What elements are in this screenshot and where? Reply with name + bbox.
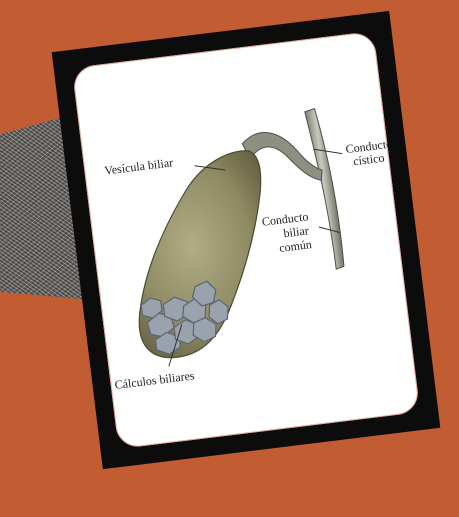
label-gallbladder: Vesícula biliar bbox=[104, 155, 174, 177]
label-common-duct-3: común bbox=[278, 237, 312, 255]
label-cystic-duct-2: cístico bbox=[352, 151, 385, 169]
photo-frame: Vesícula biliar Conducto cístico Conduct… bbox=[52, 11, 441, 469]
gallbladder-diagram: Vesícula biliar Conducto cístico Conduct… bbox=[72, 31, 421, 449]
illustration-card: Vesícula biliar Conducto cístico Conduct… bbox=[72, 31, 421, 449]
label-gallstones: Cálculos biliares bbox=[114, 368, 196, 392]
